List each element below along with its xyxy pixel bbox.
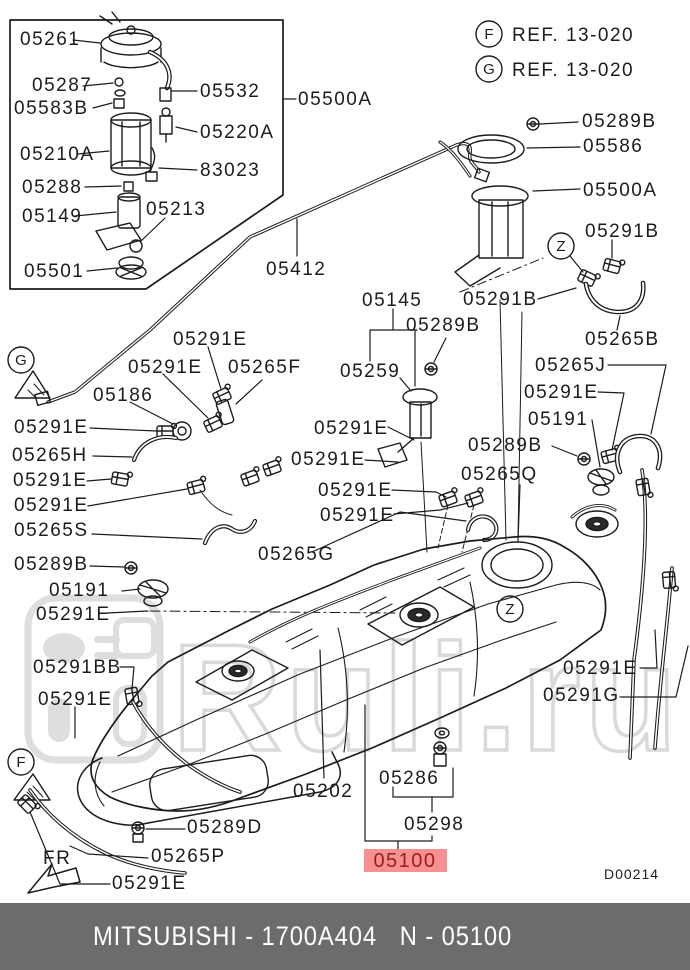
part-label-05186: 05186 <box>93 385 153 406</box>
part-label-05191: 05191 <box>528 409 588 430</box>
part-label-05583B: 05583B <box>14 98 89 119</box>
part-label-05265S: 05265S <box>14 520 89 541</box>
part-label-05261: 05261 <box>20 29 80 50</box>
bottom-left-parts <box>7 748 187 894</box>
highlighted-part: 05100 <box>364 849 447 872</box>
part-label-05412: 05412 <box>266 259 326 280</box>
part-label-05291E: 05291E <box>320 505 395 526</box>
filler-cap-left <box>74 561 396 794</box>
footer-bar: MITSUBISHI - 1700A404 N - 05100 <box>0 903 690 970</box>
part-label-05288: 05288 <box>22 177 82 198</box>
inset-box <box>9 11 284 290</box>
part-label-05265H: 05265H <box>12 445 88 466</box>
legend-g-ref: REF. 13-020 <box>512 60 634 81</box>
part-label-05291E: 05291E <box>36 604 111 625</box>
part-label-05213: 05213 <box>146 199 206 220</box>
part-label-83023: 83023 <box>200 160 260 181</box>
z-view-marker: Z <box>556 238 565 255</box>
part-label-05265Q: 05265Q <box>461 464 538 485</box>
part-label-05298: 05298 <box>404 814 464 835</box>
part-label-05289D: 05289D <box>187 817 263 838</box>
part-label-05202: 05202 <box>293 781 353 802</box>
right-hoses <box>628 468 680 760</box>
part-label-05286: 05286 <box>379 768 439 789</box>
part-label-05291E: 05291E <box>291 449 366 470</box>
part-label-05501: 05501 <box>24 261 84 282</box>
leader-lines-inset <box>72 39 297 272</box>
part-label-05291E: 05291E <box>13 470 88 491</box>
part-label-05289B: 05289B <box>582 111 657 132</box>
part-label-05265F: 05265F <box>228 357 301 378</box>
part-label-05191: 05191 <box>49 580 109 601</box>
part-label-05210A: 05210A <box>20 144 95 165</box>
leader-lines-main <box>29 121 689 885</box>
part-label-05291E: 05291E <box>318 480 393 501</box>
fuel-tank <box>76 504 619 826</box>
part-label-05265P: 05265P <box>151 846 226 867</box>
part-label-05265J: 05265J <box>535 355 606 376</box>
part-label-05289B: 05289B <box>14 554 89 575</box>
part-label-05220A: 05220A <box>200 122 275 143</box>
diagram-canvas: Ruli.ru <box>7 11 689 894</box>
fuel-pipe <box>7 141 491 407</box>
legend-f-ref: REF. 13-020 <box>512 25 634 46</box>
legend-g-marker: G <box>483 61 495 78</box>
diagram-line-art <box>7 11 689 894</box>
f-view-marker: F <box>16 754 25 771</box>
labels: 05261 05287 05583B 05532 05220A 05210A 8… <box>12 25 660 894</box>
fuel-sender-unit <box>369 308 438 553</box>
part-label-05291E: 05291E <box>173 329 248 350</box>
footer-sheet-code: N - 05100 <box>399 921 513 951</box>
part-label-05500A: 05500A <box>583 180 658 201</box>
part-label-05259: 05259 <box>340 361 400 382</box>
part-label-05532: 05532 <box>200 81 260 102</box>
part-label-05265B: 05265B <box>585 329 660 350</box>
part-label-05289B: 05289B <box>406 315 481 336</box>
part-label-05291E: 05291E <box>563 658 638 679</box>
part-label-05287: 05287 <box>32 75 92 96</box>
vent-hose-cluster-left <box>110 382 286 546</box>
part-label-05145: 05145 <box>362 290 422 311</box>
part-label-05289B: 05289B <box>468 435 543 456</box>
part-label-05291E: 05291E <box>14 417 89 438</box>
filler-neck-cluster <box>436 433 663 553</box>
part-label-05291E: 05291E <box>314 418 389 439</box>
z-view-marker: Z <box>505 601 514 618</box>
part-label-05291B: 05291B <box>585 221 660 242</box>
part-label-05291BB: 05291BB <box>33 657 122 678</box>
part-label-05500A: 05500A <box>298 89 373 110</box>
part-label-05149: 05149 <box>22 206 82 227</box>
highlight-box <box>364 849 447 872</box>
part-label-05291E: 05291E <box>112 873 187 894</box>
part-label-05291E: 05291E <box>524 382 599 403</box>
fr-direction-label: FR <box>43 848 71 869</box>
footer-brand-code: MITSUBISHI - 1700A404 <box>93 921 377 951</box>
part-label-05265G: 05265G <box>258 544 335 565</box>
part-label-05100: 05100 <box>373 850 436 872</box>
drawing-number: D00214 <box>604 866 659 882</box>
legend-markers <box>475 20 503 83</box>
part-label-05291G: 05291G <box>543 685 620 706</box>
part-label-05586: 05586 <box>583 136 643 157</box>
part-label-05291E: 05291E <box>14 495 89 516</box>
g-view-marker: G <box>15 352 27 369</box>
legend-f-marker: F <box>484 26 493 43</box>
part-label-05291B: 05291B <box>463 289 538 310</box>
right-pump-assembly <box>438 117 646 541</box>
part-label-05291E: 05291E <box>128 357 203 378</box>
part-label-05291E: 05291E <box>38 689 113 710</box>
